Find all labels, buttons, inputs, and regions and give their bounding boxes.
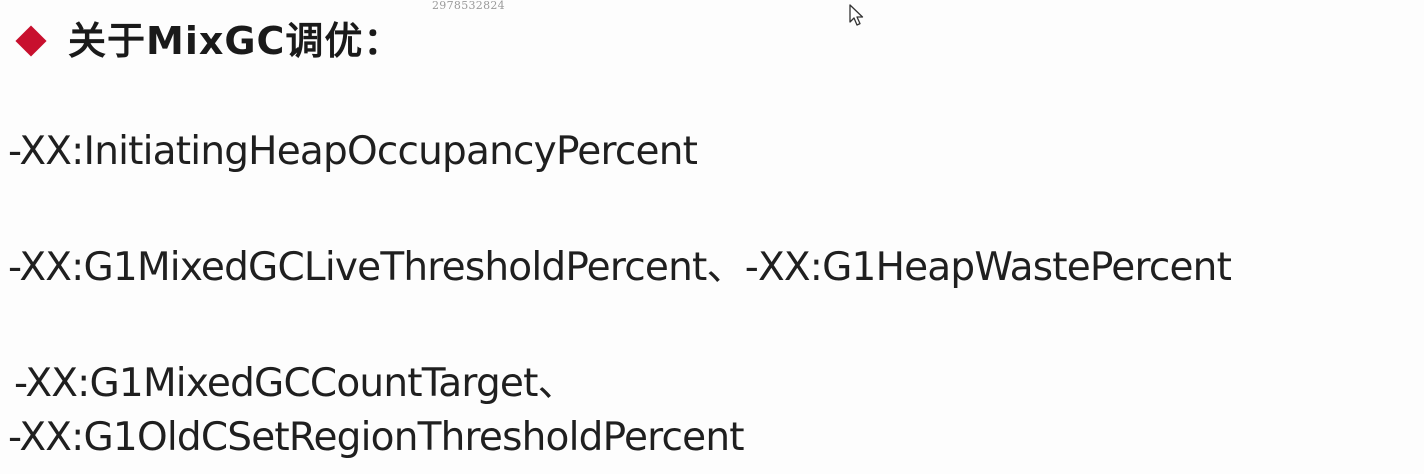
diamond-bullet-icon: [15, 25, 47, 57]
param-live-threshold-heap-waste: -XX:G1MixedGCLiveThresholdPercent、-XX:G1…: [8, 245, 1232, 290]
mouse-pointer-icon: [849, 4, 864, 26]
watermark-number: 2978532824: [432, 0, 505, 12]
heading-title: 关于MixGC调优：: [68, 19, 403, 63]
section-heading: 关于MixGC调优：: [14, 16, 402, 66]
param-mixed-gc-count-target: -XX:G1MixedGCCountTarget、: [14, 361, 577, 406]
param-initiating-heap-occupancy: -XX:InitiatingHeapOccupancyPercent: [8, 129, 698, 174]
param-old-cset-region-threshold: -XX:G1OldCSetRegionThresholdPercent: [8, 415, 745, 460]
